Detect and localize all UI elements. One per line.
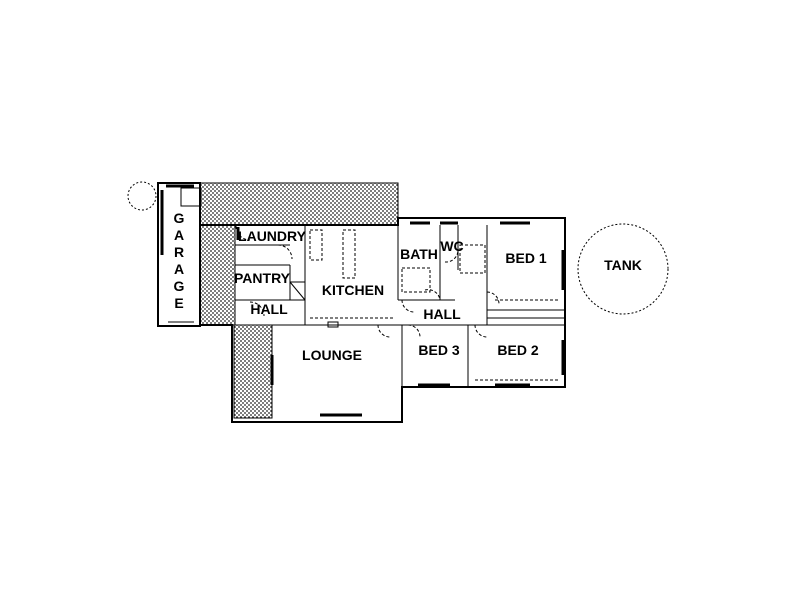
door-swing-bed1 (486, 291, 500, 305)
garage-fixture (180, 187, 202, 207)
tank (577, 223, 669, 315)
room-label-laundry: LAUNDRY (238, 228, 307, 244)
garage-label: G A R A G E (174, 210, 185, 311)
room-label-kitchen: KITCHEN (322, 282, 384, 298)
room-label-pantry: PANTRY (234, 270, 291, 286)
door-swing-bed2 (474, 324, 488, 338)
door-swing-bath-2 (424, 289, 441, 301)
room-label-bed2: BED 2 (497, 342, 538, 358)
door-swing-bed3 (407, 324, 421, 338)
stair-line (289, 281, 306, 301)
garage-letter-g: G (174, 210, 185, 226)
room-label-bed1: BED 1 (505, 250, 546, 266)
deck-west (199, 224, 236, 326)
kitchen-bench-1 (309, 229, 323, 261)
room-label-bath: BATH (400, 246, 438, 262)
room-label-lounge: LOUNGE (302, 347, 362, 363)
room-label-bed3: BED 3 (418, 342, 459, 358)
door-swing-lounge (377, 324, 391, 338)
kitchen-vent (327, 321, 339, 328)
wc-vanity (459, 244, 486, 274)
stair-hatch (289, 281, 306, 301)
house-outline (200, 217, 566, 423)
door-swing-bath (401, 299, 415, 313)
garage-letter-e: E (174, 295, 183, 311)
garage (157, 182, 201, 327)
door-swing-laundry (277, 244, 293, 260)
room-label-wc: WC (440, 238, 463, 254)
room-label-hall-east: HALL (423, 306, 461, 322)
door-swing-laundry-ext (235, 225, 251, 241)
garage-letter-g2: G (174, 278, 185, 294)
garage-letter-r: R (174, 244, 184, 260)
deck-lounge-west (233, 324, 273, 419)
garage-letter-a2: A (174, 261, 184, 277)
bath-tub (401, 267, 431, 293)
door-swing-hall (249, 301, 265, 317)
garage-door-swing (127, 181, 157, 211)
deck-north (199, 182, 399, 226)
garage-letter-a: A (174, 227, 184, 243)
room-label-hall-west: HALL (250, 301, 288, 317)
kitchen-bench-2 (342, 229, 356, 279)
door-swing-wc (444, 249, 459, 263)
tank-label: TANK (604, 257, 642, 273)
